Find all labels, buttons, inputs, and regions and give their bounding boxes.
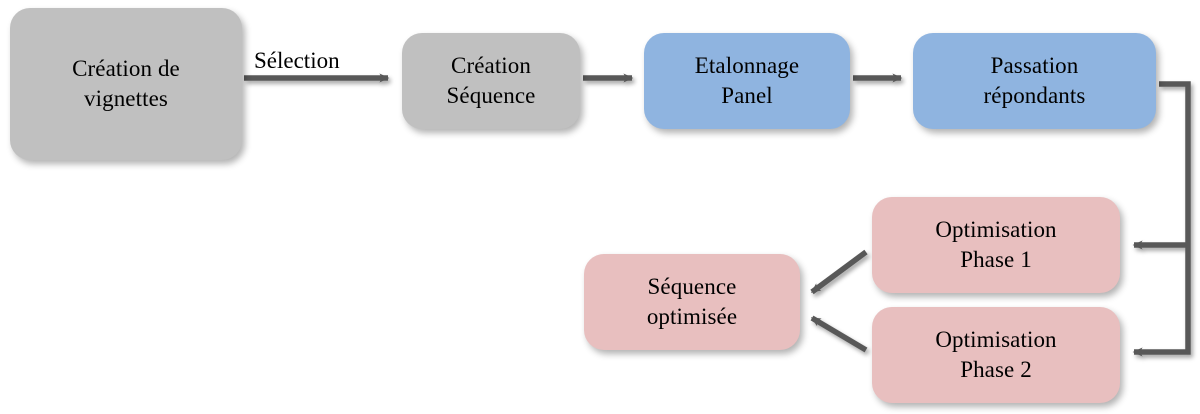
node-label: Passation répondants bbox=[983, 53, 1086, 108]
node-etalonnage-panel[interactable]: Etalonnage Panel bbox=[644, 33, 850, 129]
node-optimisation-phase-2[interactable]: Optimisation Phase 2 bbox=[872, 307, 1120, 403]
edge-passation-to-bus bbox=[1159, 81, 1191, 245]
node-sequence-optimisee[interactable]: Séquence optimisée bbox=[584, 254, 800, 350]
node-creation-vignettes[interactable]: Création de vignettes bbox=[10, 8, 242, 160]
node-creation-sequence[interactable]: Création Séquence bbox=[402, 33, 580, 129]
node-label: Création Séquence bbox=[446, 53, 536, 108]
node-label: Optimisation Phase 1 bbox=[935, 217, 1057, 272]
node-label: Création de vignettes bbox=[72, 56, 180, 111]
edge-bus-to-phase2 bbox=[1132, 245, 1191, 357]
edge-phase2-to-optimisee bbox=[810, 315, 868, 353]
node-label: Séquence optimisée bbox=[646, 274, 738, 329]
edge-label-selection: Sélection bbox=[254, 48, 340, 73]
node-label: Etalonnage Panel bbox=[694, 53, 800, 108]
node-optimisation-phase-1[interactable]: Optimisation Phase 1 bbox=[872, 197, 1120, 293]
node-passation-repondants[interactable]: Passation répondants bbox=[913, 33, 1156, 129]
edge-phase1-to-optimisee bbox=[810, 249, 868, 295]
node-label: Optimisation Phase 2 bbox=[935, 327, 1057, 382]
